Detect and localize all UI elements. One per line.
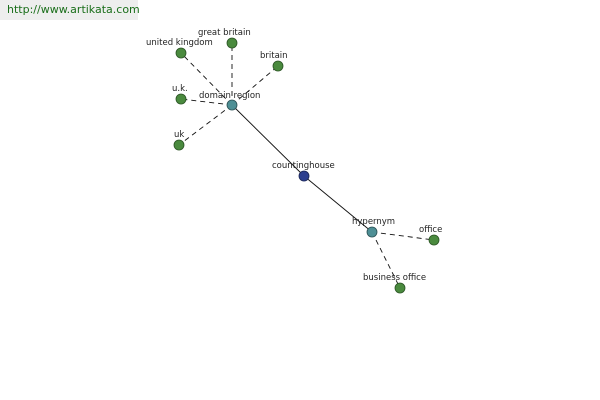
edge-hypernym-business-office	[371, 231, 401, 289]
edge-center-domain-region	[231, 104, 305, 177]
edge-hypernym-office	[371, 231, 435, 241]
edge-domain-uk	[178, 104, 233, 146]
node-countinghouse[interactable]	[298, 170, 310, 182]
node-britain[interactable]	[272, 60, 284, 72]
label-uk-dots: u.k.	[172, 84, 188, 94]
edge-domain-united-kingdom	[180, 52, 233, 106]
edge-center-hypernym	[303, 175, 373, 233]
label-britain: britain	[260, 51, 288, 61]
source-link[interactable]: http://www.artikata.com	[7, 3, 140, 16]
label-uk: uk	[174, 130, 184, 140]
source-bar: http://www.artikata.com	[0, 0, 140, 20]
node-hypernym[interactable]	[366, 226, 378, 238]
node-uk-dots[interactable]	[175, 93, 187, 105]
label-domain-region: domain region	[199, 91, 260, 101]
node-united-kingdom[interactable]	[175, 47, 187, 59]
label-hypernym: hypernym	[352, 217, 395, 227]
label-great-britain: great britain	[198, 28, 251, 38]
node-great-britain[interactable]	[226, 37, 238, 49]
node-office[interactable]	[428, 234, 440, 246]
node-uk[interactable]	[173, 139, 185, 151]
label-business-office: business office	[363, 273, 426, 283]
node-domain-region[interactable]	[226, 99, 238, 111]
label-countinghouse: countinghouse	[272, 161, 335, 171]
label-united-kingdom: united kingdom	[146, 38, 213, 48]
node-business-office[interactable]	[394, 282, 406, 294]
edge-domain-britain	[231, 65, 279, 106]
label-office: office	[419, 225, 442, 235]
